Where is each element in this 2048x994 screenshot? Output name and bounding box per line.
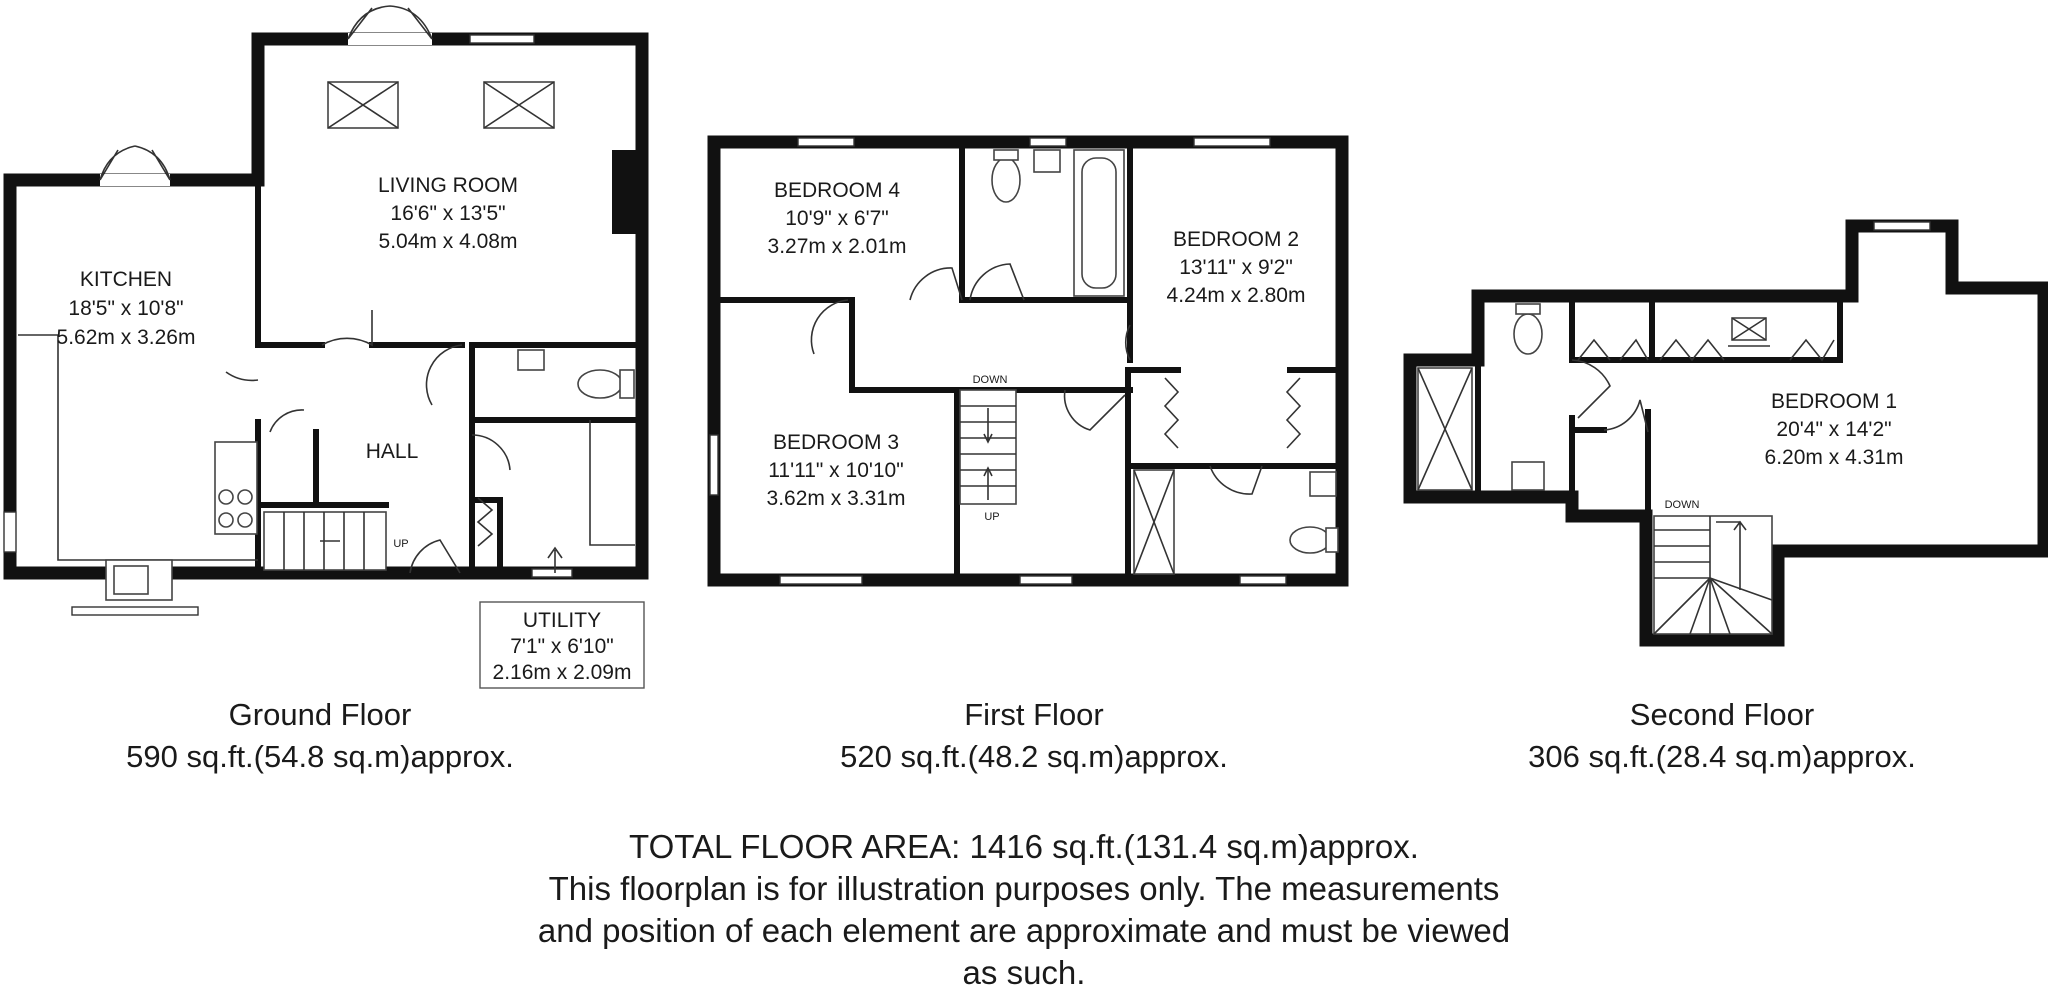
utility-name: UTILITY xyxy=(523,609,601,632)
total-floor-area: TOTAL FLOOR AREA: 1416 sq.ft.(131.4 sq.m… xyxy=(629,828,1419,865)
second-floor-area: 306 sq.ft.(28.4 sq.m)approx. xyxy=(1528,739,1916,774)
hall-name: HALL xyxy=(366,440,419,463)
disclaimer-line-2: and position of each element are approxi… xyxy=(537,912,1511,949)
kitchen-name: KITCHEN xyxy=(80,268,172,291)
second-stairs: DOWN xyxy=(1653,499,1773,635)
living-room-imperial: 16'6" x 13'5" xyxy=(390,202,505,225)
footer-notes: TOTAL FLOOR AREA: 1416 sq.ft.(131.4 sq.m… xyxy=(0,826,2048,994)
ground-stairs-label: UP xyxy=(393,538,408,550)
first-stairs-down-label: DOWN xyxy=(973,374,1008,386)
bedroom-1-imperial: 20'4" x 14'2" xyxy=(1776,418,1891,441)
living-room-metric: 5.04m x 4.08m xyxy=(379,230,518,253)
disclaimer-line-3: as such. xyxy=(962,954,1086,991)
bedroom-1-metric: 6.20m x 4.31m xyxy=(1765,446,1904,469)
bedroom-3-name: BEDROOM 3 xyxy=(773,431,899,454)
second-floor-caption: Second Floor 306 sq.ft.(28.4 sq.m)approx… xyxy=(1442,694,2002,778)
toilet-icon xyxy=(991,157,1021,203)
french-doors-kitchen xyxy=(99,145,171,186)
second-stairs-label: DOWN xyxy=(1665,499,1700,511)
ground-floor-caption: Ground Floor 590 sq.ft.(54.8 sq.m)approx… xyxy=(40,694,600,778)
kitchen-imperial: 18'5" x 10'8" xyxy=(68,297,183,320)
bedroom-4-metric: 3.27m x 2.01m xyxy=(768,235,907,258)
bedroom-2-name: BEDROOM 2 xyxy=(1173,228,1299,251)
second-floor-name: Second Floor xyxy=(1629,697,1815,732)
bedroom-3-metric: 3.62m x 3.31m xyxy=(767,487,906,510)
first-stairs: DOWN UP xyxy=(959,374,1017,523)
utility-metric: 2.16m x 2.09m xyxy=(493,661,632,684)
bedroom-2-imperial: 13'11" x 9'2" xyxy=(1179,256,1293,279)
bedroom-4-imperial: 10'9" x 6'7" xyxy=(785,207,889,230)
basin-icon xyxy=(517,349,545,371)
bedroom-2-metric: 4.24m x 2.80m xyxy=(1167,284,1306,307)
bedroom-1-name: BEDROOM 1 xyxy=(1771,390,1897,413)
bedroom-4-name: BEDROOM 4 xyxy=(774,179,900,202)
utility-imperial: 7'1" x 6'10" xyxy=(510,635,614,658)
first-floor-plan: DOWN UP BEDROOM 4 10'9" x 6'7" 3.27m x 2… xyxy=(707,135,1349,587)
first-floor-name: First Floor xyxy=(964,697,1104,732)
basin-icon xyxy=(1511,461,1545,491)
ground-stairs: UP xyxy=(263,511,409,571)
utility-label-box xyxy=(479,601,645,689)
first-floor-area: 520 sq.ft.(48.2 sq.m)approx. xyxy=(840,739,1228,774)
living-room-name: LIVING ROOM xyxy=(378,174,518,197)
toilet-icon xyxy=(577,369,623,399)
toilet-icon xyxy=(1289,526,1331,554)
first-stairs-up-label: UP xyxy=(984,511,999,523)
basin-icon xyxy=(1309,471,1337,497)
disclaimer-line-1: This floorplan is for illustration purpo… xyxy=(548,870,1500,907)
bedroom-3-imperial: 11'11" x 10'10" xyxy=(768,459,903,482)
second-floor-plan: DOWN BEDROOM 1 20'4" x 14'2" 6.20m x 4.3… xyxy=(1403,219,2048,647)
first-floor-caption: First Floor 520 sq.ft.(48.2 sq.m)approx. xyxy=(754,694,1314,778)
fireplace-icon xyxy=(612,150,636,234)
ground-floor-name: Ground Floor xyxy=(228,697,412,732)
french-doors-living xyxy=(347,5,433,45)
ground-floor-area: 590 sq.ft.(54.8 sq.m)approx. xyxy=(126,739,514,774)
ground-floor-plan: UP KITCHEN 18'5" x 10'8" 5.62m x 3.26m L… xyxy=(3,5,649,689)
kitchen-metric: 5.62m x 3.26m xyxy=(57,326,196,349)
basin-icon xyxy=(1033,149,1061,173)
toilet-icon xyxy=(1513,313,1543,355)
